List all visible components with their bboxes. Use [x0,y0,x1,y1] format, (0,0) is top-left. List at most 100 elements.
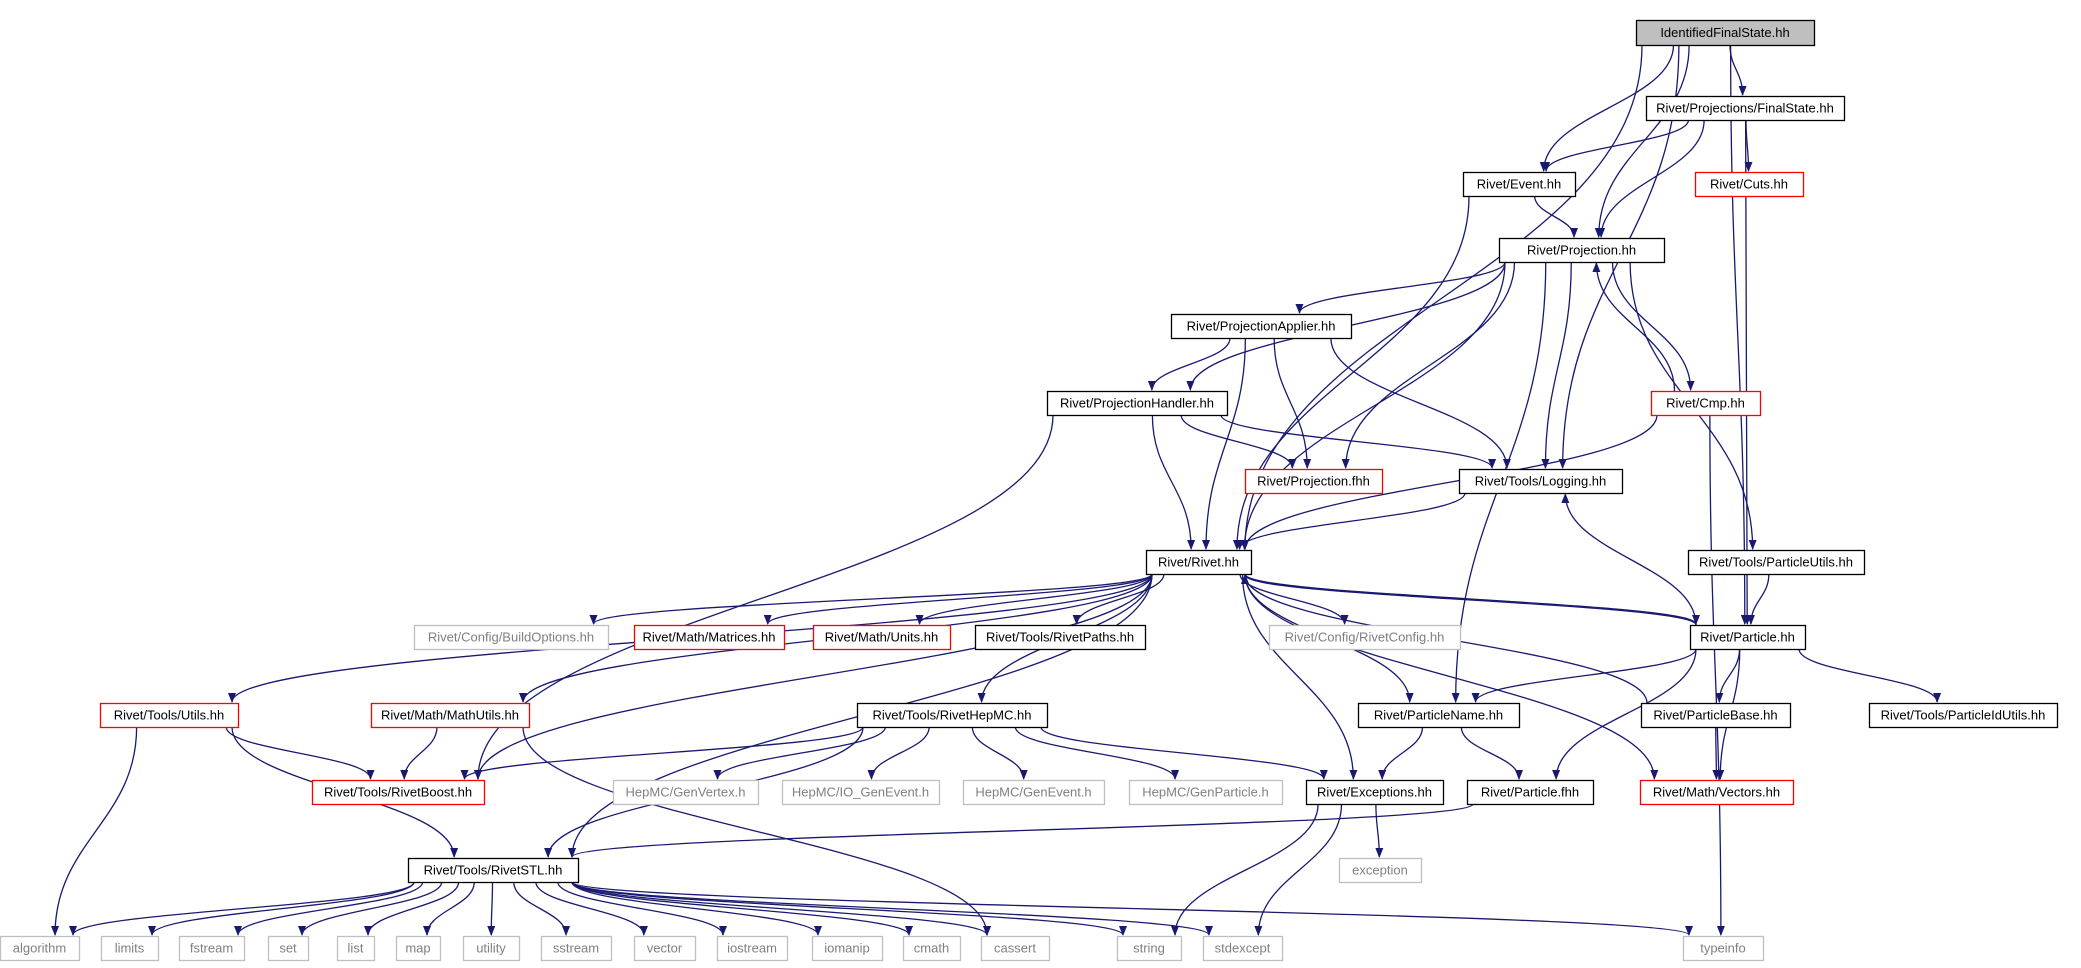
node-box-iomanip [811,935,884,962]
edge-utils-to-algorithm [51,726,138,936]
node-label-logging: Rivet/Tools/Logging.hh [1475,474,1607,489]
node-stdexcept[interactable]: stdexcept [1202,935,1284,962]
node-box-cassert [980,935,1051,962]
node-label-event: Rivet/Event.hh [1477,177,1562,192]
node-logging[interactable]: Rivet/Tools/Logging.hh [1458,468,1624,495]
node-cuts[interactable]: Rivet/Cuts.hh [1694,171,1805,198]
node-label-rivethepmc: Rivet/Tools/RivetHepMC.hh [873,708,1032,723]
edge-rivetstl-to-utility [487,881,496,936]
node-cmath[interactable]: cmath [902,935,962,962]
node-event[interactable]: Rivet/Event.hh [1462,171,1577,198]
node-box-typeinfo [1682,935,1765,962]
node-label-buildoptions: Rivet/Config/BuildOptions.hh [428,630,594,645]
node-fstream[interactable]: fstream [178,935,246,962]
node-label-sstream: sstream [553,941,599,956]
node-iogenevent[interactable]: HepMC/IO_GenEvent.h [781,779,941,806]
node-box-projection [1498,237,1666,264]
node-exception[interactable]: exception [1338,857,1423,884]
node-exceptions[interactable]: Rivet/Exceptions.hh [1305,779,1445,806]
node-mathutils[interactable]: Rivet/Math/MathUtils.hh [370,702,531,729]
edge-particle-to-rivet [1241,574,1697,626]
node-cassert[interactable]: cassert [980,935,1051,962]
node-box-string [1116,935,1183,962]
node-label-genparticle: HepMC/GenParticle.h [1142,785,1268,800]
node-vectors[interactable]: Rivet/Math/Vectors.hh [1639,779,1795,806]
node-iomanip[interactable]: iomanip [811,935,884,962]
node-rivethepmc[interactable]: Rivet/Tools/RivetHepMC.hh [856,702,1049,729]
edge-projapplier-to-logging [1330,337,1511,469]
node-particleidutils[interactable]: Rivet/Tools/ParticleIdUtils.hh [1868,702,2059,729]
node-cmp[interactable]: Rivet/Cmp.hh [1650,390,1762,417]
node-box-genparticle [1128,779,1284,806]
node-rivet[interactable]: Rivet/Rivet.hh [1145,549,1253,576]
node-box-finalstate [1645,95,1846,122]
node-label-utils: Rivet/Tools/Utils.hh [114,708,225,723]
node-projection[interactable]: Rivet/Projection.hh [1498,237,1666,264]
edge-rivet-to-units [915,573,1153,625]
node-rivetstl[interactable]: Rivet/Tools/RivetSTL.hh [407,857,580,884]
node-particlefhh[interactable]: Rivet/Particle.fhh [1466,779,1595,806]
node-sstream[interactable]: sstream [540,935,613,962]
edge-rivet-to-particle [1244,573,1700,625]
node-particleutils[interactable]: Rivet/Tools/ParticleUtils.hh [1687,549,1866,576]
node-buildoptions[interactable]: Rivet/Config/BuildOptions.hh [413,624,610,651]
edge-projection-to-rivet [1240,261,1506,550]
node-box-genvertex [612,779,760,806]
edge-rivetstl-to-fstream [234,881,424,936]
edge-particlebase-to-vectors [1712,726,1721,780]
node-genvertex[interactable]: HepMC/GenVertex.h [612,779,760,806]
node-map[interactable]: map [395,935,442,962]
node-particle[interactable]: Rivet/Particle.hh [1689,624,1807,651]
node-projhandler[interactable]: Rivet/ProjectionHandler.hh [1046,390,1229,417]
node-units[interactable]: Rivet/Math/Units.hh [812,624,952,651]
node-limits[interactable]: limits [100,935,160,962]
node-projapplier[interactable]: Rivet/ProjectionApplier.hh [1170,313,1353,340]
edge-particle-to-particlefhh [1552,648,1697,780]
edge-rivetstl-to-stdexcept [571,881,1213,936]
node-box-cmath [902,935,962,962]
node-particlebase[interactable]: Rivet/ParticleBase.hh [1640,702,1792,729]
node-box-units [812,624,952,651]
node-genevent[interactable]: HepMC/GenEvent.h [962,779,1106,806]
node-list[interactable]: list [336,935,376,962]
node-iostream[interactable]: iostream [716,935,789,962]
node-set[interactable]: set [267,935,310,962]
node-genparticle[interactable]: HepMC/GenParticle.h [1128,779,1284,806]
node-box-cuts [1694,171,1805,198]
node-projfhh[interactable]: Rivet/Projection.fhh [1244,468,1384,495]
node-utils[interactable]: Rivet/Tools/Utils.hh [99,702,240,729]
node-root[interactable]: IdentifiedFinalState.hh [1635,19,1816,47]
edge-rivetstl-to-sstream [513,881,571,936]
edge-rivetstl-to-string [571,881,1127,936]
edge-rivetstl-to-list [364,881,460,936]
node-typeinfo[interactable]: typeinfo [1682,935,1765,962]
edge-rivet-to-rivetpaths [1072,573,1165,625]
node-rivetpaths[interactable]: Rivet/Tools/RivetPaths.hh [974,624,1147,651]
node-label-cuts: Rivet/Cuts.hh [1710,177,1788,192]
node-label-particleutils: Rivet/Tools/ParticleUtils.hh [1699,555,1853,570]
edge-cmp-to-rivet [1241,414,1658,550]
node-vector[interactable]: vector [633,935,697,962]
edge-rivet-to-matrices [763,573,1153,625]
node-matrices[interactable]: Rivet/Math/Matrices.hh [633,624,786,651]
edge-rivetstl-to-set [298,881,443,936]
node-box-root [1635,19,1816,47]
node-string[interactable]: string [1116,935,1183,962]
node-rivetconfig[interactable]: Rivet/Config/RivetConfig.hh [1268,624,1462,651]
node-box-projhandler [1046,390,1229,417]
edge-rivet-to-buildoptions [589,573,1153,625]
node-algorithm[interactable]: algorithm [0,935,81,962]
node-label-limits: limits [115,941,145,956]
edge-rivethepmc-to-genvertex [713,726,887,780]
edges-layer [51,44,1942,936]
edge-event-to-rivet [1232,195,1470,550]
node-finalstate[interactable]: Rivet/Projections/FinalState.hh [1645,95,1846,122]
node-box-utility [462,935,521,962]
edge-projection-to-projapplier [1295,261,1506,314]
node-rivetboost[interactable]: Rivet/Tools/RivetBoost.hh [311,779,486,806]
node-utility[interactable]: utility [462,935,521,962]
edge-projapplier-to-projfhh [1273,337,1312,469]
node-particlename[interactable]: Rivet/ParticleName.hh [1357,702,1521,729]
edge-projhandler-to-rivet [1151,414,1196,550]
node-box-stdexcept [1202,935,1284,962]
